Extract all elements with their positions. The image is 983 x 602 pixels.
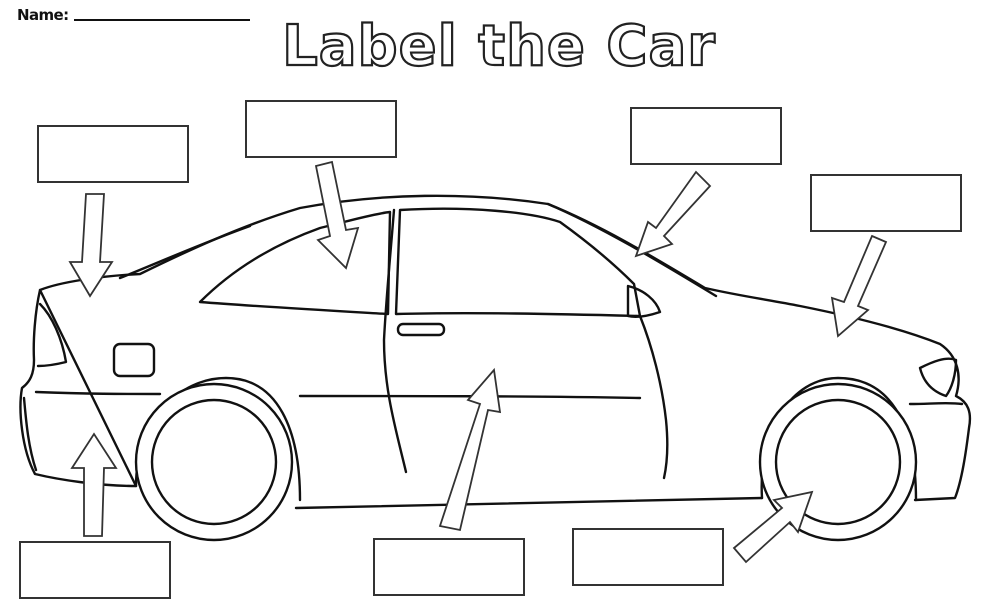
- label-box-rear[interactable]: [38, 126, 188, 182]
- door-handle: [398, 324, 444, 335]
- front-window: [396, 209, 640, 316]
- label-box-windshield[interactable]: [631, 108, 781, 164]
- label-box-roof[interactable]: [246, 101, 396, 157]
- car-outline: [21, 196, 970, 540]
- label-box-door[interactable]: [374, 539, 524, 595]
- arrow-icon: [832, 236, 886, 336]
- arrow-icon: [440, 370, 500, 530]
- headlight: [920, 359, 956, 396]
- arrow-icon: [316, 162, 358, 268]
- label-box-wheel[interactable]: [573, 529, 723, 585]
- fuel-cap: [114, 344, 154, 376]
- label-box-bumper[interactable]: [20, 542, 170, 598]
- arrow-icon: [636, 172, 710, 256]
- rear-window: [200, 212, 390, 314]
- side-mirror: [628, 286, 660, 317]
- label-box-bonnet[interactable]: [811, 175, 961, 231]
